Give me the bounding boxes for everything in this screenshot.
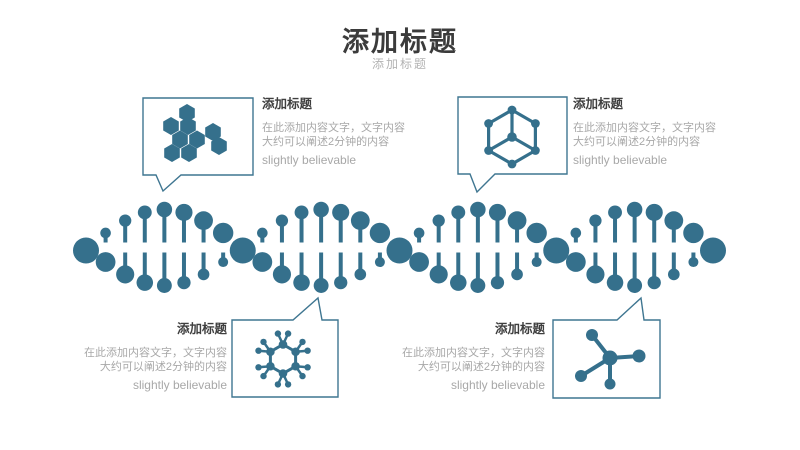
callout-title: 添加标题 [262, 97, 313, 111]
callout-note: slightly believable [262, 153, 357, 167]
molecule-branch-icon [575, 329, 646, 390]
callout-body-line: 大约可以阐述2分钟的内容 [573, 136, 701, 148]
page-subtitle: 添加标题 [371, 57, 428, 71]
callout-body-line: 大约可以阐述2分钟的内容 [262, 136, 390, 148]
callout-body-line: 大约可以阐述2分钟的内容 [417, 361, 545, 373]
callout-top-right-text: 添加标题 在此添加内容文字，文字内容 大约可以阐述2分钟的内容 slightly… [573, 97, 716, 167]
dna-helix [73, 201, 726, 293]
callout-note: slightly believable [450, 378, 545, 392]
callout-title: 添加标题 [176, 322, 227, 336]
callout-note: slightly believable [573, 153, 668, 167]
callout-body-line: 在此添加内容文字，文字内容 [573, 122, 716, 134]
cube-lattice-icon [484, 105, 540, 169]
callout-body-line: 大约可以阐述2分钟的内容 [99, 361, 227, 373]
page-title: 添加标题 [342, 27, 458, 57]
callout-body-line: 在此添加内容文字，文字内容 [262, 122, 405, 134]
callout-title: 添加标题 [573, 97, 624, 111]
molecule-ring-icon [255, 330, 311, 388]
callout-note: slightly believable [132, 378, 227, 392]
callout-body-line: 在此添加内容文字，文字内容 [84, 347, 227, 359]
callout-bottom-left-text: 添加标题 在此添加内容文字，文字内容 大约可以阐述2分钟的内容 slightly… [40, 322, 227, 392]
callout-body-line: 在此添加内容文字，文字内容 [402, 347, 545, 359]
callout-top-left-text: 添加标题 在此添加内容文字，文字内容 大约可以阐述2分钟的内容 slightly… [262, 97, 405, 167]
hexagon-cluster-icon [163, 104, 227, 162]
callout-title: 添加标题 [494, 322, 545, 336]
callout-bottom-right-text: 添加标题 在此添加内容文字，文字内容 大约可以阐述2分钟的内容 slightly… [358, 322, 545, 392]
